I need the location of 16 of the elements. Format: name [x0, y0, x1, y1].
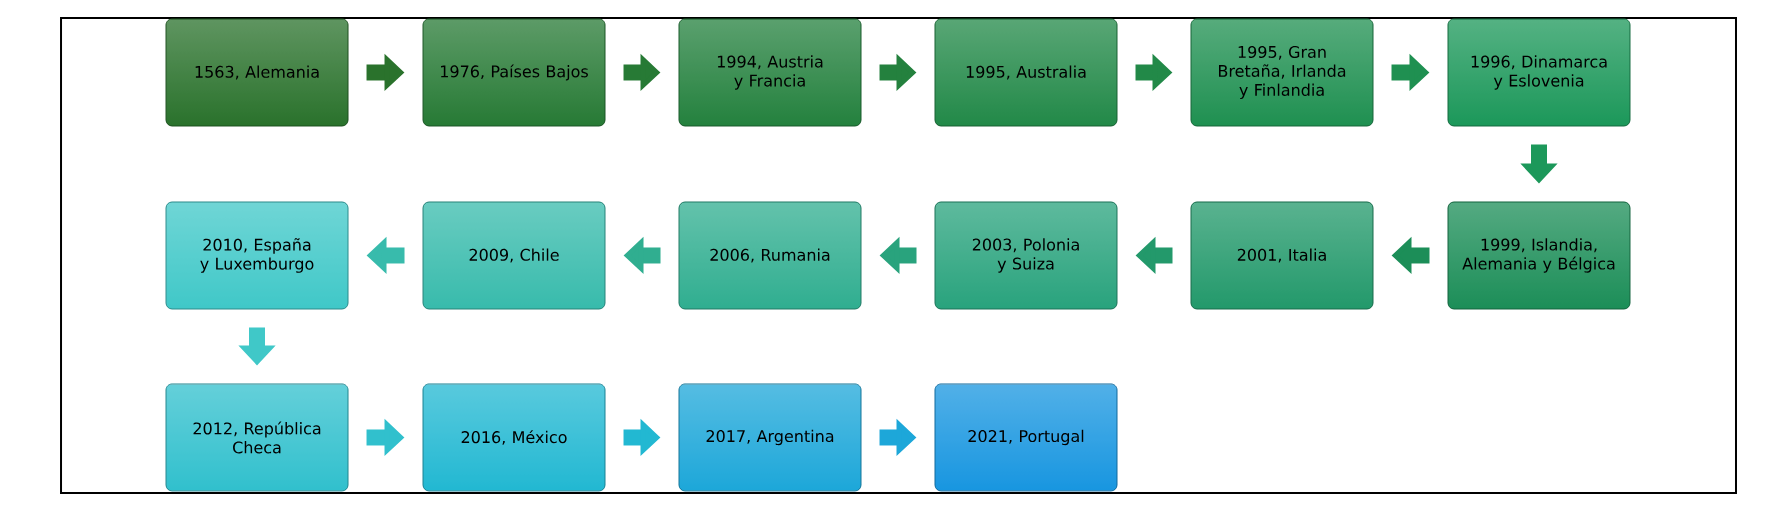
process-box: 1976, Países Bajos	[422, 18, 606, 127]
process-box: 2003, Polonia y Suiza	[934, 201, 1118, 310]
process-box: 2017, Argentina	[678, 383, 862, 492]
process-box: 1995, Australia	[934, 18, 1118, 127]
process-box: 2001, Italia	[1190, 201, 1374, 310]
process-box: 2021, Portugal	[934, 383, 1118, 492]
process-box: 1994, Austria y Francia	[678, 18, 862, 127]
process-box: 1995, Gran Bretaña, Irlanda y Finlandia	[1190, 18, 1374, 127]
process-box: 1996, Dinamarca y Eslovenia	[1447, 18, 1631, 127]
process-box: 2016, México	[422, 383, 606, 492]
process-box: 2009, Chile	[422, 201, 606, 310]
process-box: 2012, República Checa	[165, 383, 349, 492]
process-box: 1563, Alemania	[165, 18, 349, 127]
process-box: 2010, España y Luxemburgo	[165, 201, 349, 310]
process-box: 1999, Islandia, Alemania y Bélgica	[1447, 201, 1631, 310]
process-box: 2006, Rumania	[678, 201, 862, 310]
